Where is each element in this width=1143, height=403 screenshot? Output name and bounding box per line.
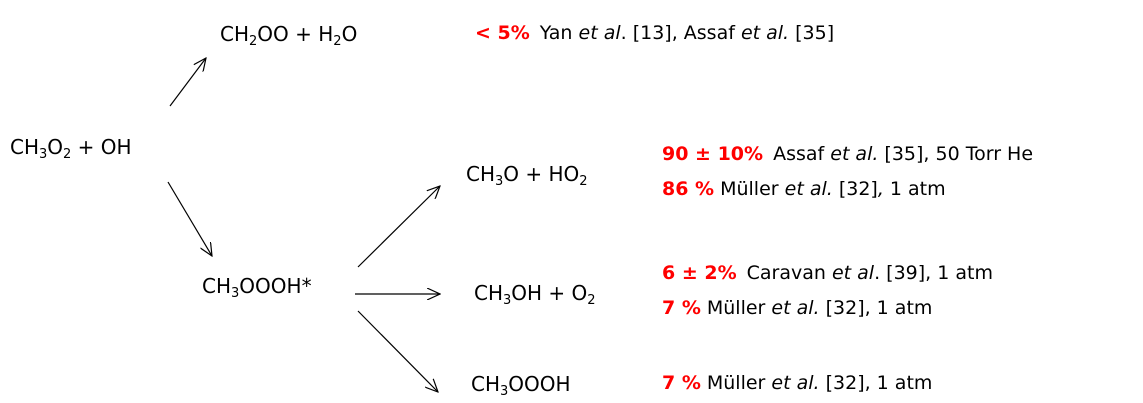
arrow-to-criegee (169, 58, 206, 107)
yield-percent: 90 ± 10% (662, 143, 764, 165)
yield-methanol-muller: 7 %Müller et al. [32], 1 atm (662, 297, 933, 319)
product-ch3oh-o2: CH3OH + O2 (474, 281, 596, 308)
yield-methanol-caravan: 6 ± 2%Caravan et al. [39], 1 atm (662, 262, 993, 284)
product-ch2oo-h2o: CH2OO + H2O (220, 22, 358, 49)
arrow-to-methoxy (357, 186, 440, 268)
product-ch3oooh: CH3OOOH (471, 372, 571, 399)
yield-percent: 7 % (662, 372, 701, 394)
intermediate-ch3oooh-star: CH3OOOH* (202, 274, 312, 301)
yield-percent: < 5% (475, 22, 530, 44)
yield-percent: 7 % (662, 297, 701, 319)
yield-methoxy-assaf: 90 ± 10%Assaf et al. [35], 50 Torr He (662, 143, 1034, 165)
arrow-to-intermediate (167, 181, 212, 256)
reactant-ch3o2-oh: CH3O2 + OH (10, 135, 132, 162)
arrow-to-trioxide (357, 310, 438, 392)
yield-percent: 86 % (662, 178, 715, 200)
yield-trioxide-muller: 7 %Müller et al. [32], 1 atm (662, 372, 933, 394)
yield-methoxy-muller: 86 %Müller et al. [32], 1 atm (662, 178, 946, 200)
yield-percent: 6 ± 2% (662, 262, 737, 284)
product-ch3o-ho2: CH3O + HO2 (466, 162, 588, 189)
yield-criegee: < 5%Yan et al. [13], Assaf et al. [35] (475, 22, 835, 44)
